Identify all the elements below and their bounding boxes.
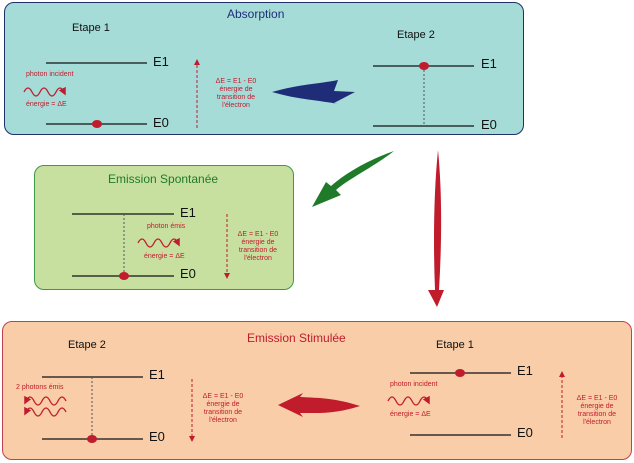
stim-photon-energy: énergie = ΔE (390, 411, 431, 418)
stim-s2-e1-label: E1 (149, 367, 165, 382)
stim-transition-arrow-icon (278, 393, 360, 417)
abs-transition-arrow-icon (272, 80, 355, 104)
abs-photon-energy: énergie = ΔE (26, 101, 67, 108)
stim-s2-e0-label: E0 (149, 429, 165, 444)
abs-delta-formula: ΔE = E1 - E0 (215, 78, 257, 85)
stim-s2-transition-line1: énergie de (206, 401, 240, 408)
spon-photon-label: photon émis (147, 223, 186, 230)
abs-delta-text: ΔE = E1 - E0 énergie de transition de l'… (200, 78, 272, 110)
spon-photon-energy: énergie = ΔE (144, 253, 185, 260)
to-spontaneous-arrow-icon (312, 151, 394, 207)
spon-transition-line3: l'électron (244, 255, 272, 262)
absorption-panel (4, 2, 524, 135)
stim-s1-delta-text: ΔE = E1 - E0 énergie de transition de l'… (566, 395, 628, 427)
spontaneous-title: Emission Spontanée (108, 172, 219, 186)
abs-transition-line2: transition de (216, 94, 256, 101)
stim-photon-wave-1-icon (24, 395, 67, 406)
abs-s1-e0-label: E0 (153, 115, 169, 130)
stim-s2-transition-line2: transition de (203, 409, 243, 416)
absorption-step2-label: Etape 2 (397, 29, 435, 41)
stimulated-emission-panel (2, 321, 632, 460)
stim-s1-e1-label: E1 (517, 363, 533, 378)
stim-s1-e0-label: E0 (517, 425, 533, 440)
stim-s2-delta-text: ΔE = E1 - E0 énergie de transition de l'… (190, 393, 256, 425)
stim-s2-electron (87, 435, 97, 443)
stim-incident-photon-wave-icon (387, 395, 430, 406)
spon-e0-label: E0 (180, 266, 196, 281)
spon-delta-text: ΔE = E1 - E0 énergie de transition de l'… (226, 231, 290, 263)
abs-s1-electron (92, 120, 102, 128)
spontaneous-emission-panel (34, 165, 294, 290)
stim-s2-delta-formula: ΔE = E1 - E0 (202, 393, 244, 400)
abs-transition-line3: l'électron (222, 102, 250, 109)
stim-emitted-label: 2 photons émis (16, 384, 64, 391)
abs-photon-wave-icon (23, 86, 66, 97)
stim-photon-wave-2-icon (24, 406, 67, 417)
stim-s1-transition-line1: énergie de (580, 403, 614, 410)
to-stimulated-arrow-icon (428, 150, 444, 307)
spon-photon-wave-icon (137, 237, 180, 248)
spon-delta-formula: ΔE = E1 - E0 (237, 231, 279, 238)
spon-electron (119, 272, 129, 280)
abs-transition-line1: énergie de (219, 86, 253, 93)
abs-s2-electron (419, 62, 429, 70)
stim-photon-label: photon incident (390, 381, 438, 388)
abs-s2-e1-label: E1 (481, 56, 497, 71)
abs-s1-e1-label: E1 (153, 54, 169, 69)
stim-s1-delta-formula: ΔE = E1 - E0 (576, 395, 618, 402)
stimulated-step2-label: Etape 2 (68, 339, 106, 351)
stim-s1-transition-line2: transition de (577, 411, 617, 418)
spon-e1-label: E1 (180, 205, 196, 220)
abs-s2-e0-label: E0 (481, 117, 497, 132)
stimulated-title: Emission Stimulée (247, 331, 346, 345)
stimulated-step1-label: Etape 1 (436, 339, 474, 351)
abs-photon-label: photon incident (26, 71, 74, 78)
spon-transition-line1: énergie de (241, 239, 275, 246)
absorption-step1-label: Etape 1 (72, 22, 110, 34)
stim-s1-electron (455, 369, 465, 377)
absorption-title: Absorption (227, 7, 285, 21)
stim-s1-transition-line3: l'électron (583, 419, 611, 426)
stim-s2-transition-line3: l'électron (209, 417, 237, 424)
spon-transition-line2: transition de (238, 247, 278, 254)
